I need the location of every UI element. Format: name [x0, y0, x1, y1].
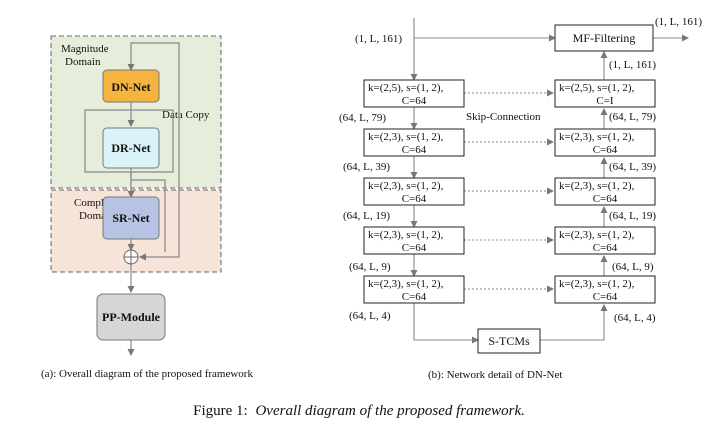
encoder-conv-channels: C=64	[402, 193, 427, 205]
encoder-conv-params: k=(2,5), s=(1, 2),	[368, 82, 444, 94]
encoder-conv-block	[363, 79, 465, 108]
encoder-conv-block	[363, 226, 465, 255]
sum-node	[123, 249, 139, 265]
overall-diagram: Magnitude Domain Complex Domain Data Cop…	[41, 35, 253, 380]
figure-caption-prefix: Figure 1:	[193, 403, 248, 419]
decoder-conv-channels: C=64	[593, 193, 618, 205]
decoder-conv-params: k=(2,3), s=(1, 2),	[559, 131, 635, 143]
figure-caption: Figure 1: Overall diagram of the propose…	[193, 403, 525, 419]
decoder-conv-params: k=(2,3), s=(1, 2),	[559, 180, 635, 192]
encoder-shape-label: (64, L, 79)	[339, 112, 386, 124]
pp-module-label: PP-Module	[102, 310, 161, 324]
decoder-conv-params: k=(2,5), s=(1, 2),	[559, 82, 635, 94]
encoder-conv-params: k=(2,3), s=(1, 2),	[368, 278, 444, 290]
decoder-conv-channels: C=64	[593, 291, 618, 303]
decoder-conv-params: k=(2,3), s=(1, 2),	[559, 278, 635, 290]
encoder-conv-channels: C=64	[402, 291, 427, 303]
magnitude-domain-label: Magnitude	[61, 43, 109, 55]
encoder-conv-channels: C=64	[402, 144, 427, 156]
decoder-conv-channels: C=64	[593, 242, 618, 254]
stcms-label: S-TCMs	[488, 334, 530, 348]
decoder-conv-channels: C=I	[596, 95, 614, 107]
sr-net-block	[102, 196, 160, 240]
decoder-shape-label: (1, L, 161)	[609, 59, 656, 71]
encoder-conv-channels: C=64	[402, 95, 427, 107]
figure-caption-text: Overall diagram of the proposed framewor…	[255, 403, 524, 419]
skip-connection-label: Skip-Connection	[466, 111, 541, 123]
encoder-shape-label: (64, L, 39)	[343, 161, 390, 173]
dr-net-block	[102, 127, 160, 169]
encoder-conv-params: k=(2,3), s=(1, 2),	[368, 131, 444, 143]
caption-a: (a): Overall diagram of the proposed fra…	[41, 368, 253, 380]
mf-filtering-label: MF-Filtering	[573, 31, 636, 45]
decoder-shape-label: (64, L, 19)	[609, 210, 656, 222]
decoder-conv-block	[554, 128, 656, 157]
input-shape-label: (1, L, 161)	[355, 33, 402, 45]
encoder-shape-label: (64, L, 9)	[349, 261, 391, 273]
decoder-conv-channels: C=64	[593, 144, 618, 156]
encoder-conv-params: k=(2,3), s=(1, 2),	[368, 180, 444, 192]
dr-net-label: DR-Net	[111, 141, 150, 155]
encoder-conv-params: k=(2,3), s=(1, 2),	[368, 229, 444, 241]
sr-net-label: SR-Net	[112, 211, 149, 225]
decoder-shape-label: (64, L, 4)	[614, 312, 656, 324]
dn-net-detail: MF-Filtering S-TCMs (1, L, 161) (1, L, 1…	[339, 16, 702, 381]
data-copy-label: Data Copy	[162, 109, 210, 121]
stcms-block	[477, 328, 541, 354]
encoder-conv-block	[363, 128, 465, 157]
decoder-conv-block	[554, 275, 656, 304]
dn-net-block	[102, 69, 160, 103]
pp-module-block	[96, 293, 166, 341]
decoder-conv-block	[554, 79, 656, 108]
decoder-conv-block	[554, 226, 656, 255]
magnitude-domain-label-2: Domain	[65, 56, 101, 68]
decoder-conv-block	[554, 177, 656, 206]
encoder-shape-label: (64, L, 4)	[349, 310, 391, 322]
encoder-conv-channels: C=64	[402, 242, 427, 254]
dn-net-label: DN-Net	[111, 80, 150, 94]
decoder-shape-label: (64, L, 79)	[609, 111, 656, 123]
decoder-conv-params: k=(2,3), s=(1, 2),	[559, 229, 635, 241]
mf-filtering-block	[554, 24, 654, 52]
encoder-conv-block	[363, 275, 465, 304]
encoder-shape-label: (64, L, 19)	[343, 210, 390, 222]
encoder-conv-block	[363, 177, 465, 206]
decoder-shape-label: (64, L, 39)	[609, 161, 656, 173]
caption-b: (b): Network detail of DN-Net	[428, 369, 562, 381]
output-shape-label: (1, L, 161)	[655, 16, 702, 28]
decoder-shape-label: (64, L, 9)	[612, 261, 654, 273]
